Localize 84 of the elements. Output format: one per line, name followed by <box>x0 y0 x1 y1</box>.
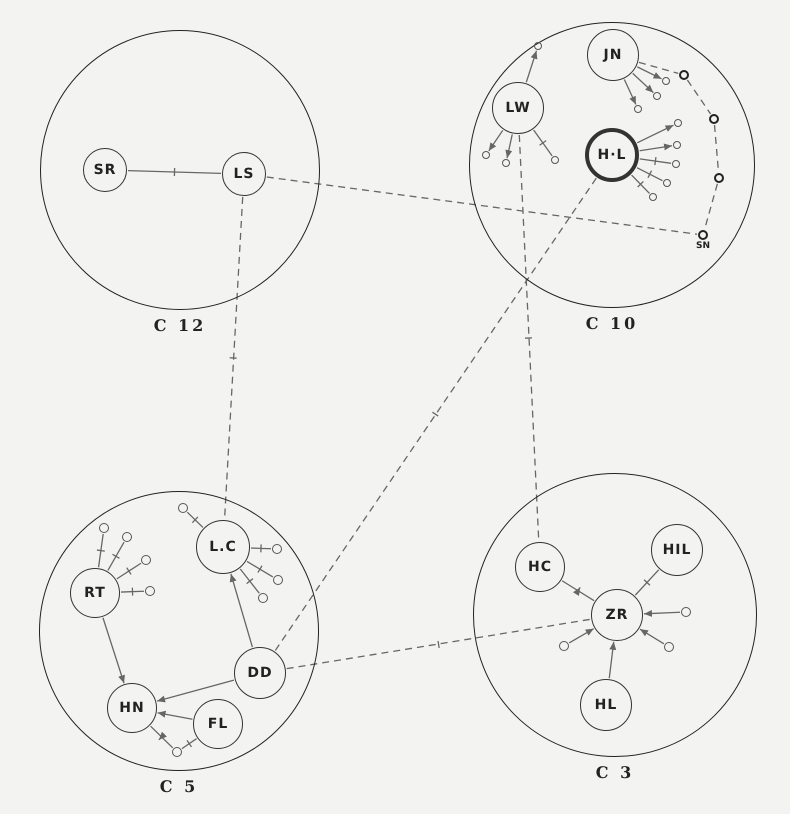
arrow <box>608 642 616 678</box>
initials-circle: HIL <box>651 524 703 576</box>
connector-line <box>274 178 597 652</box>
small-circle <box>681 607 691 617</box>
connector-line <box>286 618 591 670</box>
connector-line <box>120 587 145 596</box>
small-circle <box>258 593 268 603</box>
small-circle <box>551 156 559 164</box>
arrow <box>640 628 664 644</box>
group-caption: C 10 <box>586 314 638 333</box>
initials-circle: JN <box>587 29 639 81</box>
small-circle <box>559 641 569 651</box>
arrow <box>156 680 234 702</box>
connector-line <box>96 533 106 568</box>
initials-circle: ZR <box>591 589 643 641</box>
connector-line <box>116 562 142 580</box>
small-circle <box>634 105 642 113</box>
small-circle <box>653 92 661 100</box>
initials-circle: DD <box>234 647 286 699</box>
initials-circle: HL <box>580 679 632 731</box>
connector-line <box>181 738 198 750</box>
initials-circle: SR <box>83 148 127 192</box>
arrow <box>505 134 513 158</box>
arrow <box>632 72 654 94</box>
small-circle <box>672 160 680 168</box>
connector-line <box>266 176 698 235</box>
small-circle <box>273 575 283 585</box>
small-circle <box>172 747 182 757</box>
small-circle <box>673 141 681 149</box>
arrow <box>157 710 193 720</box>
arrow <box>150 726 174 748</box>
initials-circle: L.C <box>196 520 250 574</box>
arrow <box>644 610 680 617</box>
arrow <box>568 628 594 644</box>
small-circle <box>663 179 671 187</box>
connector-line <box>533 129 553 157</box>
arrow <box>624 79 636 105</box>
small-circle <box>674 119 682 127</box>
connector-line <box>639 156 672 166</box>
arrow <box>526 50 538 82</box>
small-circle <box>714 173 724 183</box>
arrow <box>640 144 672 152</box>
arrow <box>636 124 674 144</box>
initials-circle: LW <box>492 82 544 134</box>
initials-circle: H·L <box>585 128 639 182</box>
group-caption: C 3 <box>596 763 634 782</box>
connector-line <box>186 512 204 528</box>
arrow <box>102 618 125 684</box>
connector-line <box>250 544 272 554</box>
initials-circle: HN <box>107 683 157 733</box>
small-circle <box>141 555 151 565</box>
small-circle <box>178 503 188 513</box>
connector-line <box>107 542 125 572</box>
connector-line <box>246 560 274 578</box>
small-circle <box>679 70 689 80</box>
connector-line <box>630 174 650 194</box>
small-circle <box>502 159 510 167</box>
small-circle <box>122 532 132 542</box>
small-circle <box>482 151 490 159</box>
connector-line <box>634 569 660 596</box>
initials-circle: RT <box>70 568 120 618</box>
initials-circle: HC <box>515 542 565 592</box>
connector-line <box>638 62 678 74</box>
arrow <box>636 66 662 80</box>
small-circle <box>99 523 109 533</box>
group-caption: C 12 <box>154 316 206 335</box>
connector-line <box>686 80 712 114</box>
small-circle <box>709 114 719 124</box>
arrow <box>230 574 254 648</box>
initials-circle: LS <box>222 152 266 196</box>
initials-circle: FL <box>193 699 243 749</box>
connector-line <box>127 167 222 177</box>
circle-label: SN <box>696 241 710 251</box>
small-circle <box>534 42 542 50</box>
small-circle <box>145 586 155 596</box>
group-caption: C 5 <box>160 777 198 796</box>
arrow <box>488 130 504 152</box>
small-circle <box>662 77 670 85</box>
connector-line <box>636 167 664 182</box>
arrow <box>561 580 595 602</box>
connector-line <box>240 568 260 594</box>
small-circle <box>664 642 674 652</box>
small-circle <box>272 544 282 554</box>
small-circle <box>649 193 657 201</box>
